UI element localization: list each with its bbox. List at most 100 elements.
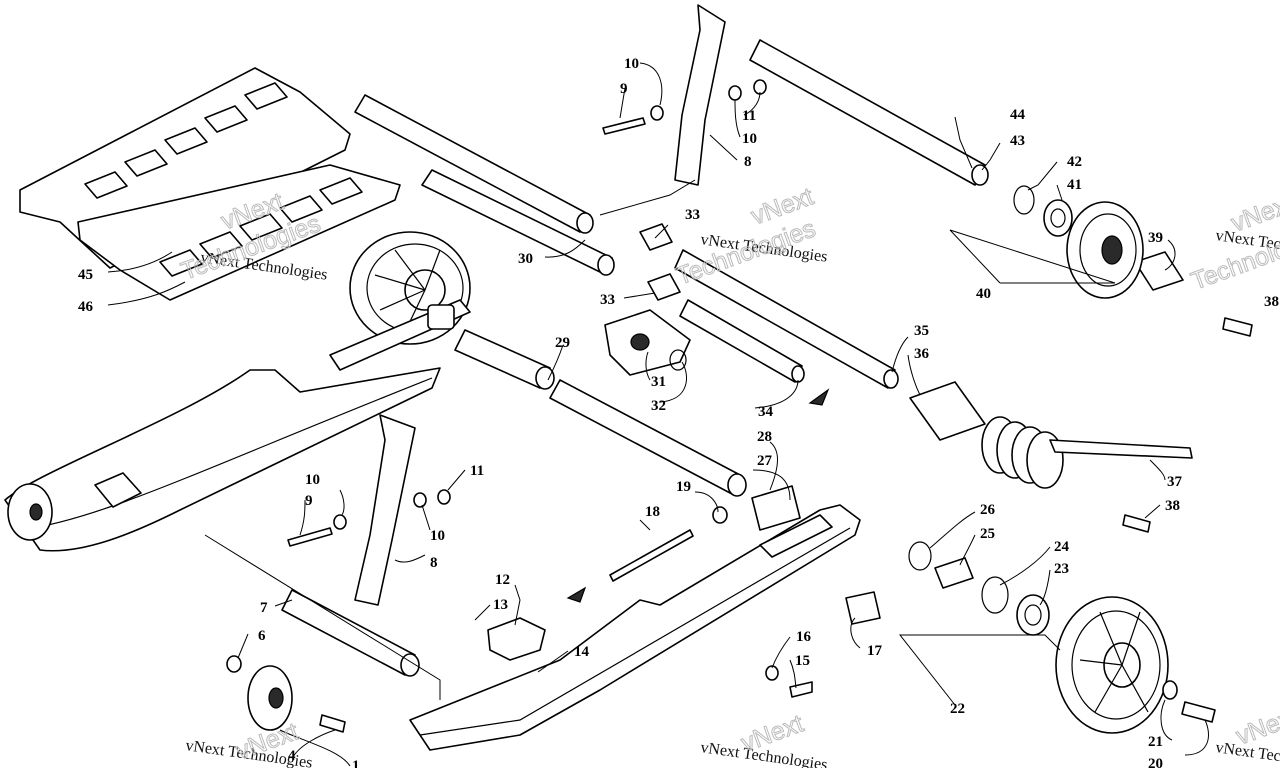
bushing-27	[751, 485, 801, 531]
callout-9-lower: 9	[305, 493, 313, 509]
washer-10-upper-right	[728, 85, 742, 101]
nut-11-lower	[437, 489, 451, 505]
callout-39: 39	[1148, 230, 1163, 246]
spacer-39	[1134, 251, 1184, 291]
callout-28: 28	[757, 429, 772, 445]
callout-10-lower-right: 10	[430, 528, 445, 544]
callout-18: 18	[645, 504, 660, 520]
bolt-18	[609, 529, 694, 582]
callout-13: 13	[493, 597, 508, 613]
callout-26: 26	[980, 502, 996, 518]
callout-38-upper: 38	[1264, 294, 1279, 310]
bolt-15	[789, 681, 813, 698]
callout-42: 42	[1067, 154, 1082, 170]
rear-idler-wheel	[329, 231, 471, 371]
callout-38-lower: 38	[1165, 498, 1180, 514]
front-wheel-40	[1066, 201, 1144, 299]
swing-arm-8-lower	[354, 414, 416, 606]
callout-6: 6	[258, 628, 266, 644]
callout-1: 1	[352, 758, 360, 768]
washer-10-lower-right	[413, 492, 427, 508]
shaft-7	[281, 589, 420, 677]
callout-41: 41	[1067, 177, 1082, 193]
callout-22: 22	[950, 701, 965, 717]
cap-12	[487, 617, 546, 661]
callout-25: 25	[980, 526, 995, 542]
washer-10-lower-left	[333, 514, 347, 530]
callout-44: 44	[1010, 107, 1026, 123]
left-idler-wheel	[7, 483, 53, 541]
bearing-23	[1016, 594, 1050, 636]
callout-8-lower: 8	[430, 555, 438, 571]
spacer-36	[909, 381, 986, 441]
shaft-29	[454, 329, 555, 390]
spacer-25	[934, 557, 974, 589]
leader-lines	[107, 62, 1209, 767]
circlip-24	[981, 576, 1009, 614]
bracket-31	[604, 309, 691, 376]
bolt-38-upper	[1222, 317, 1253, 337]
watermark-brand-right: vNext	[1227, 189, 1280, 237]
callout-14: 14	[574, 644, 590, 660]
callout-23: 23	[1054, 561, 1069, 577]
watermark-brand-bottom-right: vNext	[1232, 702, 1280, 750]
callout-37: 37	[1167, 474, 1183, 490]
callout-40: 40	[976, 286, 991, 302]
callout-32: 32	[651, 398, 666, 414]
shaft-35	[674, 249, 899, 389]
bolt-9-lower	[287, 527, 333, 547]
callout-4: 4	[288, 748, 296, 764]
left-slide-rail	[4, 367, 441, 552]
nut-11-upper	[753, 79, 767, 95]
callout-29: 29	[555, 335, 570, 351]
bolt-38-lower	[1122, 514, 1151, 533]
callout-34: 34	[758, 404, 774, 420]
arrow-markers	[566, 388, 830, 603]
callout-27: 27	[757, 453, 773, 469]
circlip-32	[669, 349, 687, 371]
callout-15: 15	[795, 653, 810, 669]
washer-10-upper-left	[650, 105, 664, 121]
nut-6	[226, 655, 242, 673]
track-belt	[19, 67, 401, 301]
callout-11-upper: 11	[742, 108, 756, 124]
bolt-9-upper	[602, 117, 646, 135]
callout-36: 36	[914, 346, 930, 362]
callout-43: 43	[1010, 133, 1025, 149]
callout-12: 12	[495, 572, 510, 588]
callout-31: 31	[651, 374, 666, 390]
bearing-41	[1043, 199, 1073, 237]
front-axle-43-44	[749, 39, 989, 186]
callout-10-upper-right: 10	[742, 131, 757, 147]
rear-right-wheel-22	[1055, 596, 1169, 734]
callout-33-upper: 33	[685, 207, 700, 223]
callout-11-lower: 11	[470, 463, 484, 479]
callout-35: 35	[914, 323, 929, 339]
bolt-1	[319, 714, 346, 733]
washer-21	[1162, 680, 1178, 700]
callout-24: 24	[1054, 539, 1070, 555]
callout-46: 46	[78, 299, 94, 315]
bushing-33-lower	[647, 273, 681, 301]
callout-10-lower-left: 10	[305, 472, 320, 488]
callout-33-lower: 33	[600, 292, 615, 308]
callout-10-upper-left: 10	[624, 56, 639, 72]
callout-7: 7	[260, 600, 268, 616]
swing-arm-8-upper	[674, 4, 726, 186]
nut-19	[712, 506, 728, 524]
callout-20: 20	[1148, 756, 1163, 768]
torsion-spring-37	[981, 416, 1193, 489]
callout-30: 30	[518, 251, 533, 267]
callout-21: 21	[1148, 734, 1163, 750]
callout-19: 19	[676, 479, 691, 495]
callout-45: 45	[78, 267, 93, 283]
callout-17: 17	[867, 643, 883, 659]
upper-arm-tube-30	[354, 94, 615, 276]
washer-26	[908, 541, 932, 571]
bolt-20	[1181, 701, 1216, 723]
callout-9-upper: 9	[620, 81, 628, 97]
circlip-42	[1013, 185, 1035, 215]
callout-16: 16	[796, 629, 812, 645]
right-slide-rail	[409, 504, 861, 751]
